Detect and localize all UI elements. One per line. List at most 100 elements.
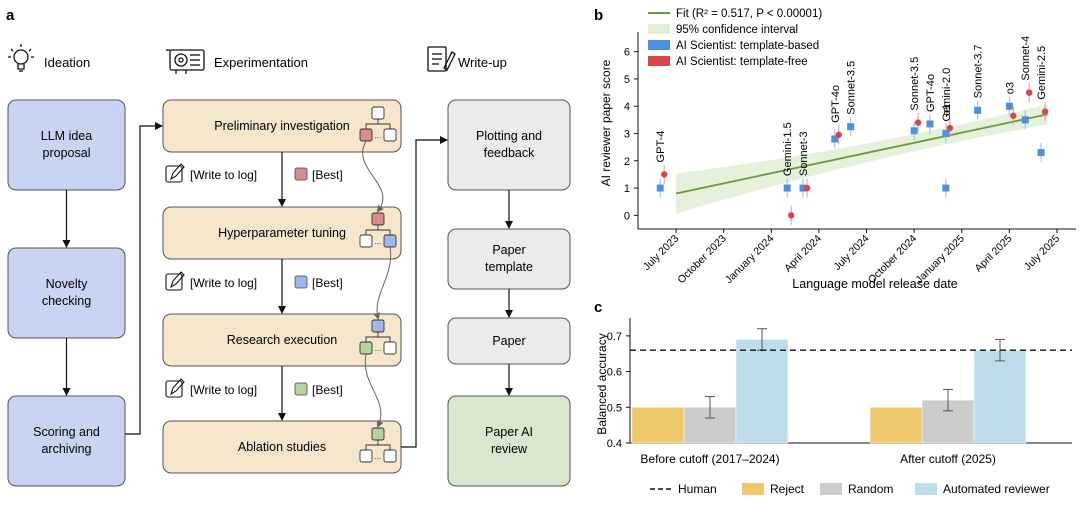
best-swatch-blue	[294, 275, 308, 289]
b-template-free-point	[1026, 89, 1033, 96]
legend-template-based-label: AI Scientist: template-based	[676, 40, 819, 52]
legend-label: Automated reviewer	[943, 482, 1050, 496]
c-y-tick-label: 0.7	[607, 331, 622, 343]
legend-label: Reject	[770, 482, 805, 496]
legend-swatch	[915, 483, 937, 495]
legend-fit-label: Fit (R² = 0.517, P < 0.00001)	[676, 8, 822, 20]
best-swatch-green	[294, 382, 308, 396]
b-template-free-point	[787, 212, 795, 219]
b-model-label: Gemini-2.5	[1036, 46, 1048, 100]
b-template-free-point	[914, 119, 922, 126]
writeup-column: Plotting and feedback Paper template Pap…	[447, 99, 571, 487]
notebook-pen-icon	[427, 46, 456, 72]
c-y-tick-label: 0.6	[607, 367, 622, 379]
best-link-3	[364, 353, 384, 428]
c-y-tick-label: 0.5	[607, 402, 622, 414]
log-row-3: [Write to log] [Best]	[165, 378, 343, 398]
best-label-1: [Best]	[312, 168, 343, 182]
novelty-checking-box	[7, 247, 126, 339]
b-template-based-point	[831, 135, 839, 143]
b-model-label: Gemini-2.0	[941, 68, 953, 122]
legend-swatch	[820, 483, 842, 495]
novelty-checking-line-2: checking	[42, 294, 91, 308]
tree-node-diagram-1: ...	[359, 106, 397, 142]
c-category-label: Before cutoff (2017–2024)	[640, 452, 779, 466]
arrow-experimentation-to-writeup	[401, 136, 448, 448]
b-template-free-point	[835, 131, 842, 139]
paper-template-box	[447, 228, 571, 290]
column-title-ideation: Ideation	[44, 55, 90, 70]
plotting-feedback-line-1: Plotting and	[476, 129, 542, 143]
arrow-ideation-to-experimentation	[125, 122, 163, 435]
legend-ci-label: 95% confidence interval	[676, 24, 798, 36]
b-template-based-point	[974, 106, 982, 114]
svg-text:...: ...	[375, 344, 382, 353]
research-execution-label: Research execution	[227, 333, 338, 347]
column-title-writeup: Write-up	[458, 55, 507, 70]
paper-template-line-1: Paper	[492, 243, 525, 257]
b-template-based-point	[926, 120, 934, 128]
hyperparameter-tuning-box: Hyperparameter tuning	[162, 206, 402, 260]
b-model-label: Sonnet-3.7	[973, 44, 985, 98]
b-model-label: Sonnet-4	[1020, 36, 1032, 81]
b-y-tick-label: 2	[624, 156, 630, 168]
legend-swatch	[742, 483, 764, 495]
b-y-tick-label: 5	[624, 74, 630, 86]
b-template-based-point	[942, 130, 950, 137]
b-fit-line	[675, 113, 1048, 195]
b-template-based-point	[847, 123, 855, 131]
experimentation-column: Preliminary investigation Hyperparameter…	[162, 99, 448, 474]
svg-text:...: ...	[375, 131, 382, 140]
b-template-based-point	[1037, 149, 1045, 157]
b-template-free-point	[946, 124, 954, 132]
b-template-based-point	[783, 184, 791, 192]
c-y-axis-label: Balanced accuracy	[595, 333, 609, 434]
log-row-2: [Write to log] [Best]	[165, 271, 343, 291]
b-model-label: GPT-4	[655, 131, 667, 163]
b-template-free-point	[1041, 108, 1049, 115]
best-link-2	[373, 246, 392, 320]
b-x-tick-label: April 2025	[973, 233, 1015, 275]
gpu-card-icon	[166, 49, 205, 74]
best-link-1	[362, 140, 384, 213]
llm-idea-proposal-line-2: proposal	[43, 146, 91, 160]
b-model-label: o1	[941, 104, 953, 116]
ablation-studies-box: Ablation studies	[162, 420, 402, 474]
legend-human-label: Human	[678, 482, 717, 496]
b-template-based-point	[910, 127, 918, 135]
b-y-tick-label: 1	[624, 183, 630, 195]
tree-node-diagram-2: ...	[359, 212, 397, 248]
ablation-studies-label: Ablation studies	[238, 440, 326, 454]
write-to-log-label-2: [Write to log]	[190, 276, 257, 290]
b-template-free-point	[1010, 112, 1017, 119]
b-model-label: Gemini-1.5	[782, 122, 794, 176]
b-model-label: Sonnet-3.5	[909, 57, 921, 111]
chart-b-legend: Fit (R² = 0.517, P < 0.00001) 95% confid…	[648, 8, 822, 68]
panel-a: a Ideation Experimentation	[6, 7, 571, 487]
c-bar	[735, 339, 789, 444]
ideation-column: LLM idea proposal Novelty checking Scori…	[7, 99, 163, 487]
b-model-label: GPT-4o	[925, 74, 937, 112]
b-template-based-point	[656, 184, 664, 192]
b-x-tick-label: April 2024	[782, 233, 824, 275]
legend-template-free-label: AI Scientist: template-free	[676, 56, 808, 68]
panel-a-label: a	[6, 7, 15, 24]
best-label-3: [Best]	[312, 383, 343, 397]
b-template-free-point	[661, 171, 668, 178]
legend-ci-swatch	[648, 24, 670, 34]
log-row-1: [Write to log] [Best]	[165, 163, 343, 183]
b-x-tick-label: July 2023	[641, 233, 681, 273]
pencil-note-icon	[165, 271, 185, 291]
b-template-based-point	[1021, 116, 1029, 124]
svg-text:...: ...	[375, 237, 382, 246]
paper-ai-review-line-2: review	[491, 442, 528, 456]
preliminary-investigation-box: Preliminary investigation	[162, 99, 402, 153]
b-template-free-point	[803, 184, 811, 192]
write-to-log-label-3: [Write to log]	[190, 383, 257, 397]
tree-node-diagram-3: ...	[359, 319, 397, 355]
paper-ai-review-line-1: Paper AI	[485, 425, 533, 439]
